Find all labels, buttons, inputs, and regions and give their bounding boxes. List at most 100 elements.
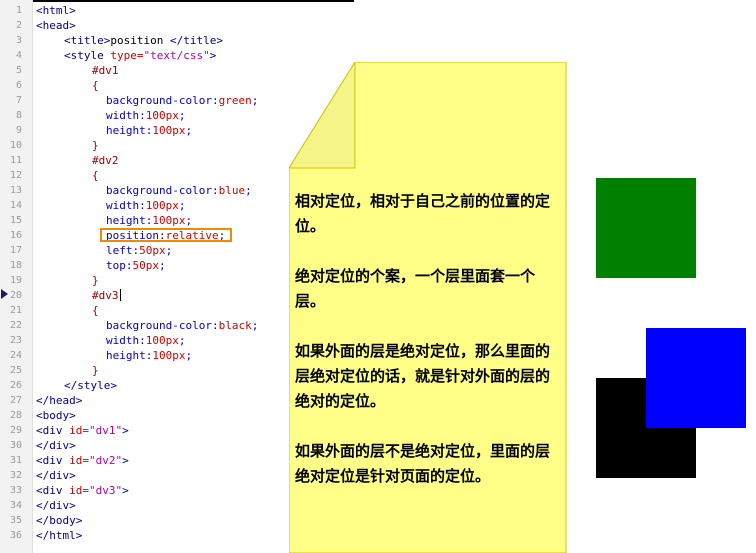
code-line[interactable]: 36</html> xyxy=(0,528,290,543)
code-line[interactable]: 19} xyxy=(0,273,290,288)
line-number: 22 xyxy=(9,320,22,331)
code-token: "dv1" xyxy=(89,424,123,437)
sticky-note: 相对定位，相对于自己之前的位置的定位。 绝对定位的个案，一个层里面套一个层。 如… xyxy=(289,62,567,553)
code-line[interactable]: 20#dv3 xyxy=(0,288,290,303)
code-line[interactable]: 12{ xyxy=(0,168,290,183)
line-content: </head> xyxy=(36,393,82,408)
code-line[interactable]: 34</div> xyxy=(0,498,290,513)
code-line[interactable]: 32</div> xyxy=(0,468,290,483)
code-token: <div xyxy=(36,454,70,467)
line-content: height:100px; xyxy=(106,213,192,228)
code-token: 100px xyxy=(152,214,186,227)
code-token: ; xyxy=(159,259,166,272)
line-number: 24 xyxy=(9,350,22,361)
code-token: 100px xyxy=(145,334,179,347)
code-token: 100px xyxy=(152,124,186,137)
line-number: 3 xyxy=(15,35,22,46)
code-line[interactable]: 24 height:100px; xyxy=(0,348,290,363)
line-number: 30 xyxy=(9,440,22,451)
line-content: </div> xyxy=(36,498,76,513)
code-line[interactable]: 25} xyxy=(0,363,290,378)
code-token: "dv3" xyxy=(89,484,123,497)
code-token: ; xyxy=(185,214,193,227)
code-line[interactable]: 21 { xyxy=(0,303,290,318)
code-token: id= xyxy=(69,454,89,467)
line-number: 6 xyxy=(15,80,22,91)
code-token: height: xyxy=(106,349,153,362)
code-line[interactable]: 29 <div id="dv1"> xyxy=(0,423,290,438)
line-content: </div> xyxy=(36,468,76,483)
line-content: background-color:green; xyxy=(106,93,258,108)
note-paragraph-absolute-outer: 如果外面的层是绝对定位，那么里面的层绝对定位的话，就是针对外面的层的绝对的定位。 xyxy=(295,342,551,410)
code-line[interactable]: 27</head> xyxy=(0,393,290,408)
preview-box-dv2-blue xyxy=(646,328,746,428)
code-line[interactable]: 30</div> xyxy=(0,438,290,453)
code-line[interactable]: 3<title>position </title> xyxy=(0,33,290,48)
line-number: 17 xyxy=(9,245,22,256)
code-editor[interactable]: 1<html>2<head>3<title>position </title>4… xyxy=(0,3,290,543)
line-number: 26 xyxy=(9,380,22,391)
code-line[interactable]: 35</body> xyxy=(0,513,290,528)
line-number: 13 xyxy=(9,185,22,196)
code-line[interactable]: 26</style> xyxy=(0,378,290,393)
line-number: 14 xyxy=(9,200,22,211)
code-line[interactable]: 5#dv1 xyxy=(0,63,290,78)
code-token: <title> xyxy=(64,34,111,47)
note-text: 相对定位，相对于自己之前的位置的定位。 绝对定位的个案，一个层里面套一个层。 如… xyxy=(295,189,559,514)
code-line[interactable]: 10} xyxy=(0,138,290,153)
code-token: black xyxy=(218,319,252,332)
line-number: 21 xyxy=(9,305,22,316)
code-line[interactable]: 7 background-color:green; xyxy=(0,93,290,108)
code-token: > xyxy=(122,484,129,497)
code-token: id= xyxy=(69,484,89,497)
line-content: width:100px; xyxy=(106,108,186,123)
code-token: </title> xyxy=(169,34,223,47)
code-token: #dv2 xyxy=(92,154,119,167)
code-token: blue xyxy=(218,184,246,197)
line-number: 11 xyxy=(9,155,22,166)
code-token: > xyxy=(122,454,129,467)
code-line[interactable]: 4<style type="text/css"> xyxy=(0,48,290,63)
code-line[interactable]: 6{ xyxy=(0,78,290,93)
code-line[interactable]: 17 left:50px; xyxy=(0,243,290,258)
code-token: ; xyxy=(185,349,193,362)
line-content: left:50px; xyxy=(106,243,172,258)
line-number: 35 xyxy=(9,515,22,526)
code-token: ; xyxy=(178,199,186,212)
code-line[interactable]: 11 #dv2 xyxy=(0,153,290,168)
code-token: } xyxy=(92,274,99,287)
code-line[interactable]: 2<head> xyxy=(0,18,290,33)
code-line[interactable]: 33<div id="dv3"> xyxy=(0,483,290,498)
line-number: 2 xyxy=(15,20,22,31)
line-content: { xyxy=(92,303,99,318)
code-line[interactable]: 1<html> xyxy=(0,3,290,18)
code-line[interactable]: 31<div id="dv2"> xyxy=(0,453,290,468)
code-token: 100px xyxy=(152,349,186,362)
code-token: width: xyxy=(106,199,146,212)
line-number: 7 xyxy=(15,95,22,106)
line-content: } xyxy=(92,363,99,378)
code-token: background-color: xyxy=(106,94,219,107)
code-token: 50px xyxy=(132,259,160,272)
code-token: { xyxy=(92,79,99,92)
code-token: </div> xyxy=(36,499,76,512)
sticky-note-shape xyxy=(289,62,567,553)
line-number: 29 xyxy=(9,425,22,436)
code-token: "text/css" xyxy=(143,49,210,62)
line-content: width:100px; xyxy=(106,333,186,348)
code-token: width: xyxy=(106,109,146,122)
line-content: #dv3 xyxy=(92,288,119,303)
code-token: background-color: xyxy=(106,319,219,332)
code-token: ; xyxy=(251,94,259,107)
code-line[interactable]: 28<body> xyxy=(0,408,290,423)
line-content: <div id="dv1"> xyxy=(36,423,129,438)
